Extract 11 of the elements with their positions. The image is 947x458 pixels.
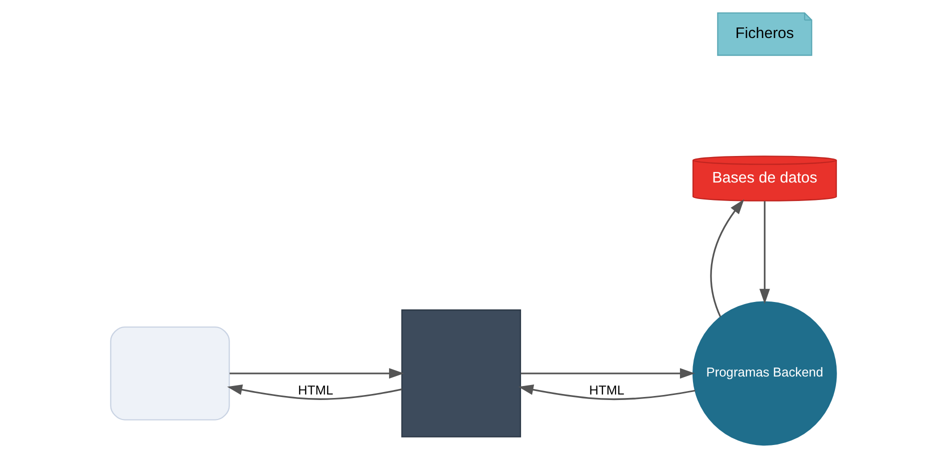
arrow [518, 384, 696, 400]
arrow [227, 384, 402, 400]
edge-label: HTML [298, 382, 334, 398]
edge-label: HTML [589, 382, 624, 398]
node-circle: Programas Backend [692, 301, 837, 446]
node-box [401, 309, 522, 438]
arrow [710, 199, 744, 317]
arrow [759, 201, 770, 304]
arrow [230, 368, 404, 379]
arrow [520, 368, 696, 379]
node-box [110, 326, 230, 420]
